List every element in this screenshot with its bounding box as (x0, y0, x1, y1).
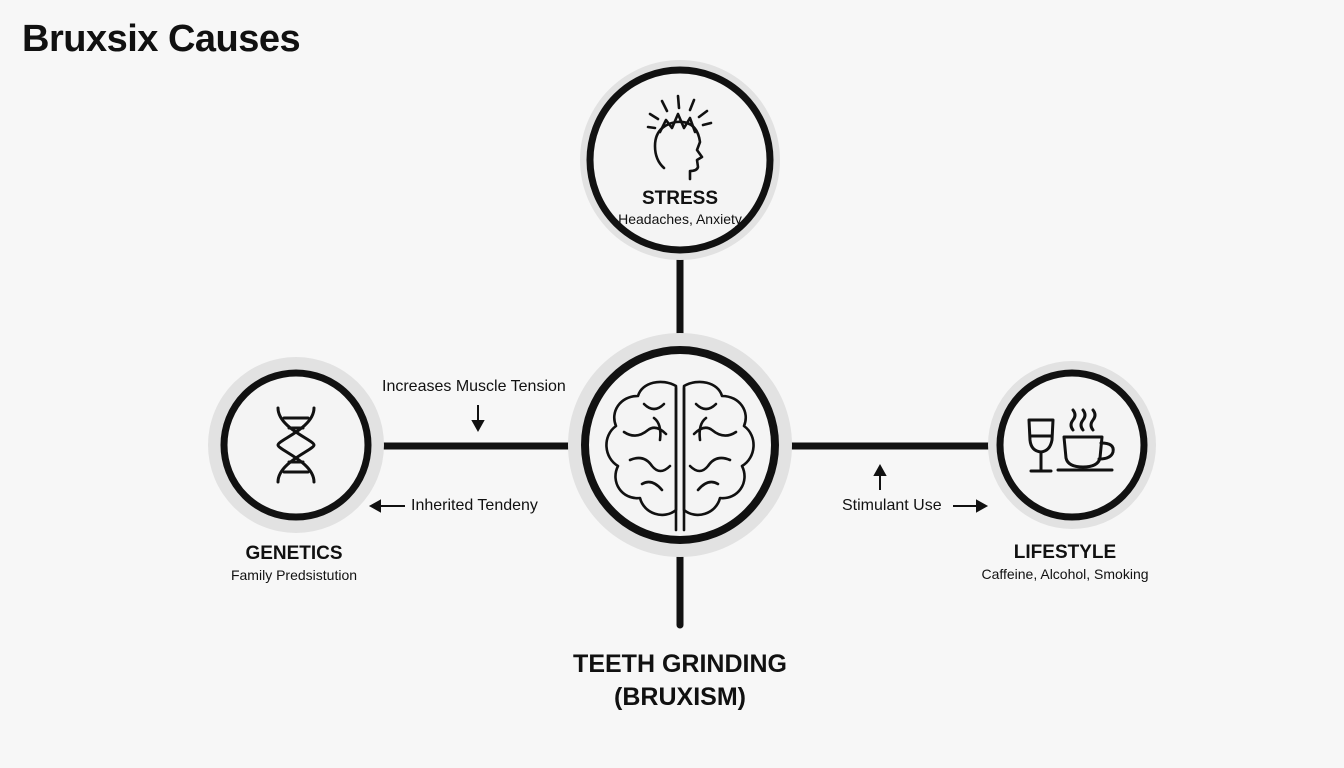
lifestyle-node (988, 361, 1156, 529)
center-label-line2: (BRUXISM) (614, 683, 746, 711)
edge-label-inherited: Inherited Tendeny (411, 497, 538, 514)
brain-icon (605, 380, 755, 532)
wine-coffee-icon (1027, 408, 1115, 473)
center-node (568, 333, 792, 557)
lifestyle-subtitle: Caffeine, Alcohol, Smoking (981, 566, 1149, 582)
edge-arrows (368, 405, 989, 513)
page-title: Bruxsix Causes (22, 18, 301, 60)
stress-node (580, 60, 780, 260)
head-stress-icon (646, 94, 713, 181)
lifestyle-title: LIFESTYLE (1013, 542, 1117, 563)
center-label: TEETH GRINDING (BRUXISM) (530, 648, 830, 714)
genetics-subtitle: Family Predsistution (230, 567, 358, 583)
center-label-line1: TEETH GRINDING (573, 650, 787, 678)
edge-label-stimulant: Stimulant Use (842, 497, 942, 514)
stress-subtitle: Headaches, Anxiety (618, 211, 742, 227)
dna-icon (276, 406, 316, 484)
genetics-title: GENETICS (245, 543, 343, 564)
edge-label-muscle-tension: Increases Muscle Tension (382, 378, 566, 395)
genetics-node (208, 357, 384, 533)
stress-title: STRESS (641, 188, 719, 209)
